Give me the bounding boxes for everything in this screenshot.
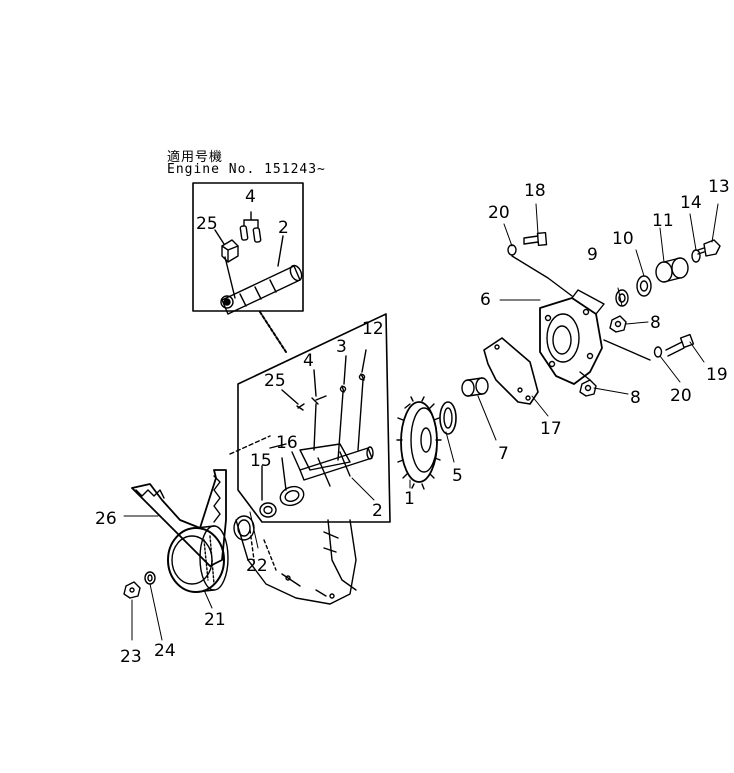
callout-n26: 26 xyxy=(95,509,117,529)
callout-n25: 25 xyxy=(264,371,286,391)
callout-n4: 4 xyxy=(303,351,314,371)
bolt-13 xyxy=(697,239,721,257)
callout-n1: 1 xyxy=(404,489,415,509)
nut-8-lower xyxy=(579,379,597,397)
callout-n6: 6 xyxy=(480,290,491,310)
callout-n8a: 8 xyxy=(650,313,661,333)
callout-n16: 16 xyxy=(276,433,298,453)
inset-plug xyxy=(214,229,239,263)
callout-n25-inset: 25 xyxy=(196,214,218,234)
callout-n20a: 20 xyxy=(488,203,510,223)
ring-5 xyxy=(439,401,457,435)
nut-8-upper xyxy=(609,315,627,333)
callout-n3: 3 xyxy=(336,337,347,357)
bolt-19 xyxy=(665,333,695,357)
bushing-7 xyxy=(461,377,489,397)
belt-26 xyxy=(131,469,227,567)
leader-bolt-19 xyxy=(603,339,651,361)
inset-connector xyxy=(259,311,287,353)
inset-leader-2 xyxy=(277,235,284,267)
oring-14 xyxy=(691,249,701,263)
shaft-assembly xyxy=(229,435,374,518)
callout-n2: 2 xyxy=(372,501,383,521)
leader-bolt-18 xyxy=(511,255,573,297)
gasket-17 xyxy=(483,337,539,405)
small-pins xyxy=(281,349,367,461)
callout-n4-inset: 4 xyxy=(245,187,256,207)
callout-n7: 7 xyxy=(498,444,509,464)
callout-n14: 14 xyxy=(680,193,702,213)
ring-22 xyxy=(233,515,255,541)
callout-n13: 13 xyxy=(708,177,730,197)
callout-n2-inset: 2 xyxy=(278,218,289,238)
applicability-label: 適用号機 xyxy=(167,150,224,165)
leader-lines xyxy=(123,203,719,641)
callout-n18: 18 xyxy=(524,181,546,201)
housing-6 xyxy=(539,289,605,385)
pulley-21 xyxy=(167,525,229,593)
bracket-frame xyxy=(237,313,391,523)
inset-shaft-assembly xyxy=(220,256,303,315)
callout-n12: 12 xyxy=(362,319,384,339)
washer-10 xyxy=(636,275,652,297)
callout-n20b: 20 xyxy=(670,386,692,406)
callout-n10: 10 xyxy=(612,229,634,249)
washer-9 xyxy=(615,289,629,307)
sleeve-11 xyxy=(655,257,689,283)
washer-24 xyxy=(144,571,156,585)
callout-n22: 22 xyxy=(246,556,268,576)
gear-1 xyxy=(396,396,442,490)
washer-20-right xyxy=(653,346,663,358)
callout-numbers: 4 25 2 12 3 4 25 16 15 2 1 5 7 17 6 8 8 … xyxy=(95,177,730,667)
callout-n24: 24 xyxy=(154,641,176,661)
callout-n8b: 8 xyxy=(630,388,641,408)
callout-n11: 11 xyxy=(652,211,674,231)
timing-case xyxy=(235,519,357,605)
callout-n17: 17 xyxy=(540,419,562,439)
callout-n19: 19 xyxy=(706,365,728,385)
bolt-18 xyxy=(523,231,548,247)
callout-n5: 5 xyxy=(452,466,463,486)
inset-pins xyxy=(239,211,262,243)
engine-serial-label: Engine No. 151243~ xyxy=(167,162,326,177)
inset-frame xyxy=(192,182,304,312)
nut-23 xyxy=(123,581,141,599)
callout-n21: 21 xyxy=(204,610,226,630)
callout-n15: 15 xyxy=(250,451,272,471)
callout-n23: 23 xyxy=(120,647,142,667)
callout-n9: 9 xyxy=(587,245,598,265)
